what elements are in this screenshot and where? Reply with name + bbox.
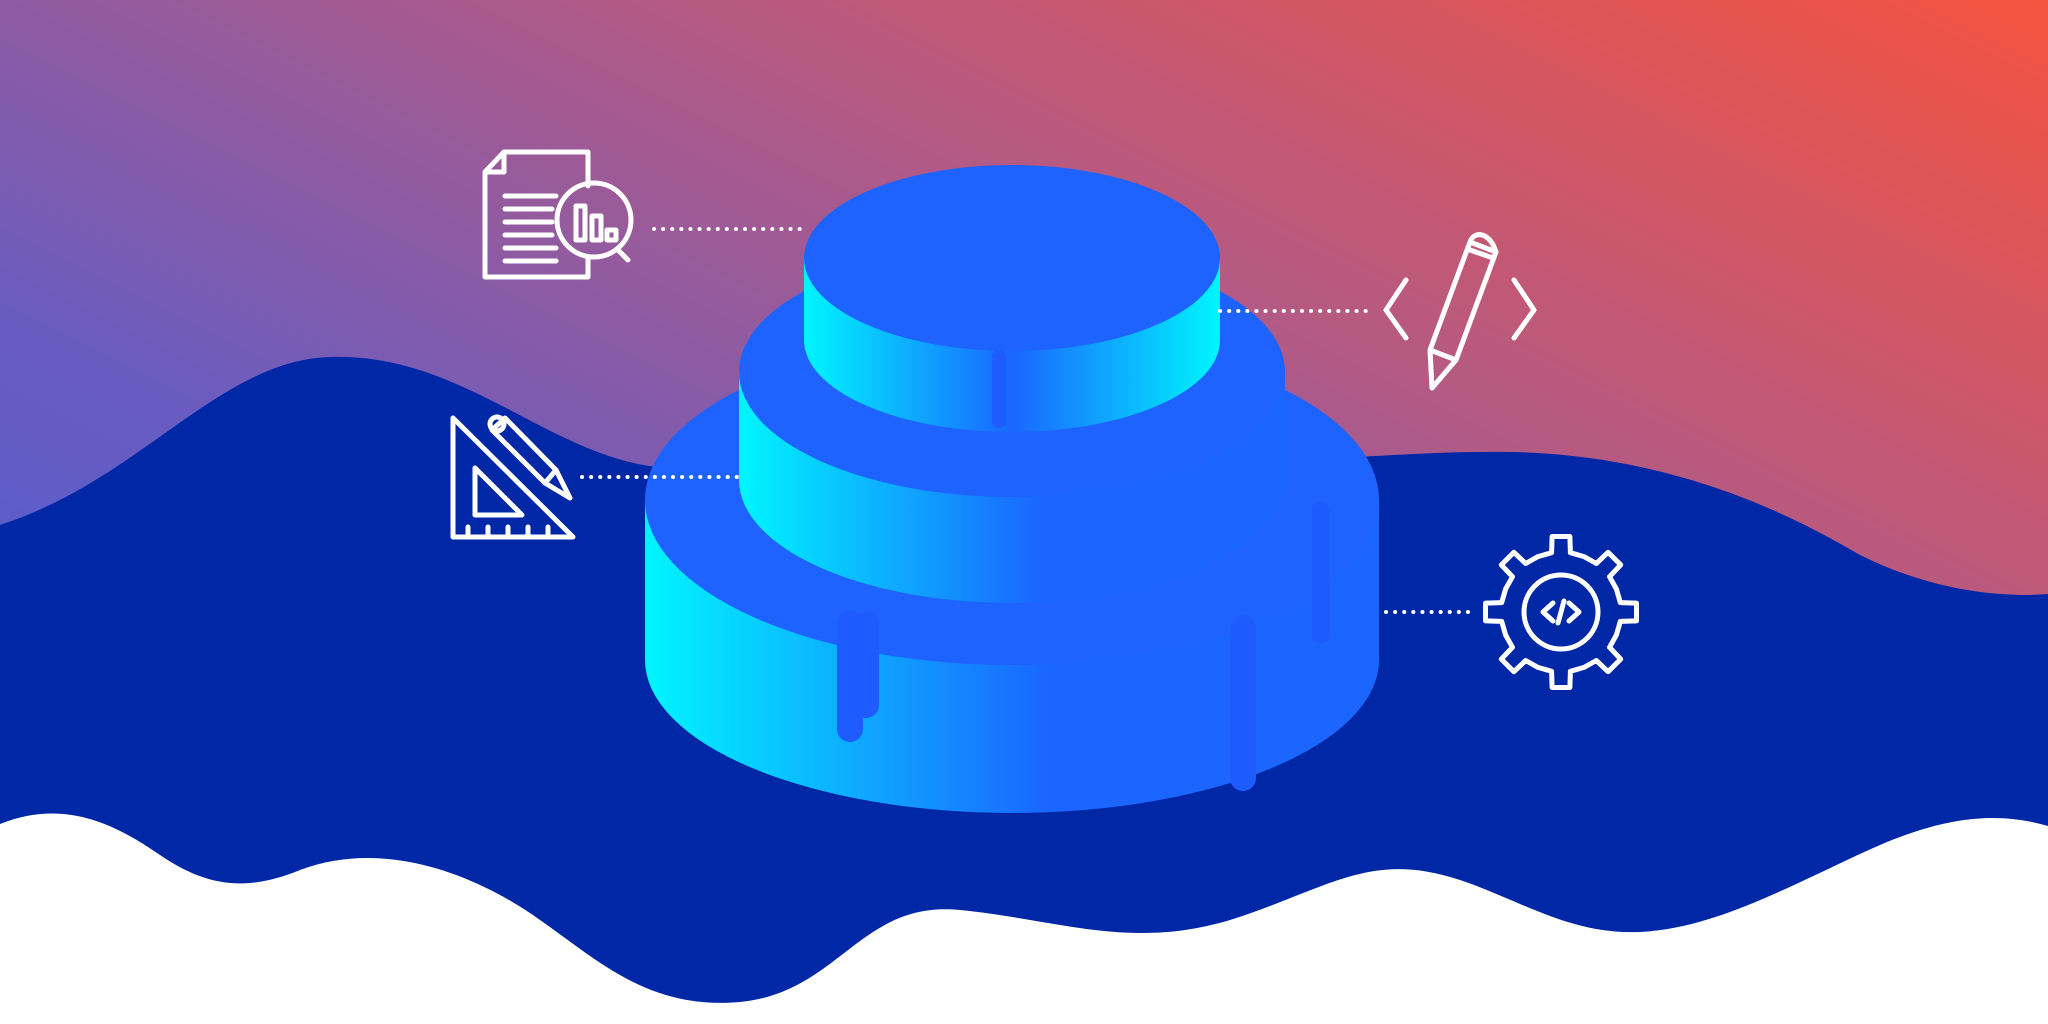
layered-cake-stack [645,165,1379,813]
drip [1312,502,1330,644]
drip [853,612,879,718]
white-wave [0,813,2048,1024]
design-tools-icon [450,414,576,540]
gear-code-icon [1483,534,1639,690]
drip [992,350,1006,428]
code-pencil-icon [1383,232,1537,391]
connector-lines [580,227,1478,614]
drip [1230,615,1256,791]
report-analysis-icon [482,149,634,280]
tier-top-top [804,165,1220,351]
